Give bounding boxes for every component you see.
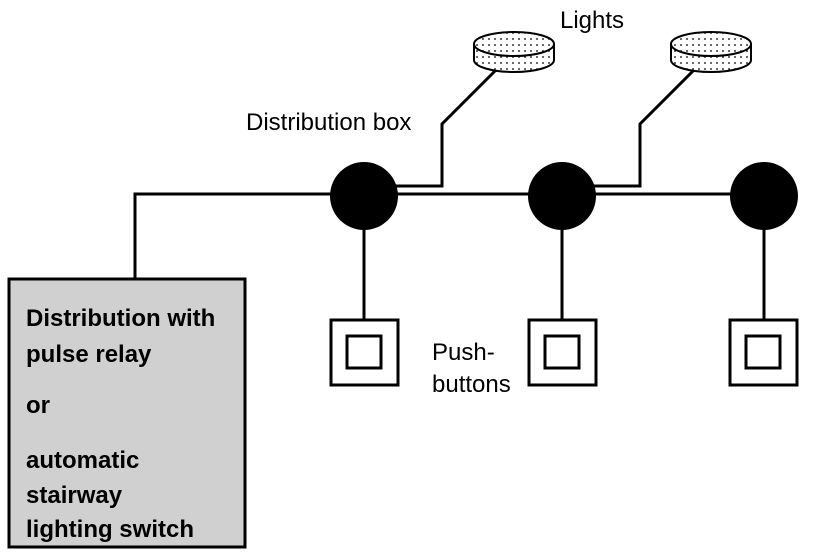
distribution-box-label: Distribution box — [246, 109, 411, 136]
push-button-1-icon — [329, 318, 400, 387]
control-box — [7, 277, 247, 549]
light-2-feed-wire — [590, 64, 700, 188]
light-1-feed-wire — [392, 64, 502, 188]
control-box-line-5: stairway — [26, 482, 123, 509]
push-button-3-icon — [728, 318, 799, 387]
lights-label: Lights — [560, 7, 624, 34]
light-2-icon — [670, 31, 752, 73]
distribution-box-1 — [330, 162, 398, 230]
main-bus-wire — [133, 192, 765, 278]
push-button-2-icon — [527, 318, 598, 387]
push-buttons-label-line-2: buttons — [432, 371, 511, 398]
push-buttons-label-line-1: Push- — [432, 339, 495, 366]
light-1-icon — [473, 31, 555, 73]
distribution-box-2 — [528, 162, 596, 230]
control-box-line-4: automatic — [26, 447, 139, 474]
distribution-box-3 — [730, 162, 798, 230]
control-box-line-3: or — [26, 392, 50, 419]
control-box-line-6: lighting switch — [26, 516, 194, 543]
control-box-line-1: Distribution with — [26, 305, 215, 332]
control-box-line-2: pulse relay — [26, 341, 152, 368]
